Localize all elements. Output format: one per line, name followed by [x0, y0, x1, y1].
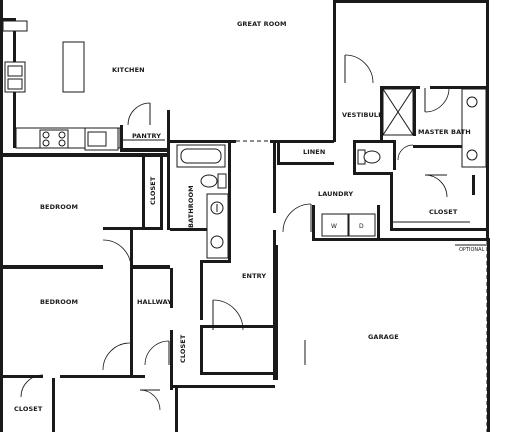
label-hall-closet: CLOSET [179, 334, 187, 363]
bathroom-fixtures [176, 144, 229, 259]
label-great-room: GREAT ROOM [237, 20, 287, 28]
laundry-fixtures [321, 213, 376, 237]
label-dryer: D [359, 223, 364, 230]
kitchen-fixtures [2, 20, 165, 151]
label-master-bath: MASTER BATH [418, 128, 471, 136]
label-optional: OPTIONAL [459, 247, 485, 253]
label-garage: GARAGE [368, 333, 399, 341]
label-linen: LINEN [303, 148, 325, 156]
closet-details [175, 240, 488, 432]
label-bedroom-closet: CLOSET [149, 176, 157, 205]
label-hallway: HALLWAY [137, 298, 172, 306]
label-bedroom-1: BEDROOM [40, 203, 78, 211]
label-bedroom-2: BEDROOM [40, 298, 78, 306]
door-swings [20, 54, 450, 411]
label-bottom-closet: CLOSET [14, 405, 43, 413]
label-washer: W [331, 223, 337, 230]
label-kitchen: KITCHEN [112, 66, 145, 74]
room-labels: GREAT ROOM KITCHEN PANTRY VESTIBULE MAST… [14, 20, 485, 413]
label-pantry: PANTRY [132, 132, 161, 140]
label-laundry: LAUNDRY [318, 190, 353, 198]
label-entry: ENTRY [242, 272, 266, 280]
master-bath-fixtures [357, 88, 487, 223]
label-bathroom: BATHROOM [187, 185, 195, 228]
label-master-closet: CLOSET [429, 208, 458, 216]
label-vestibule: VESTIBULE [342, 111, 383, 119]
